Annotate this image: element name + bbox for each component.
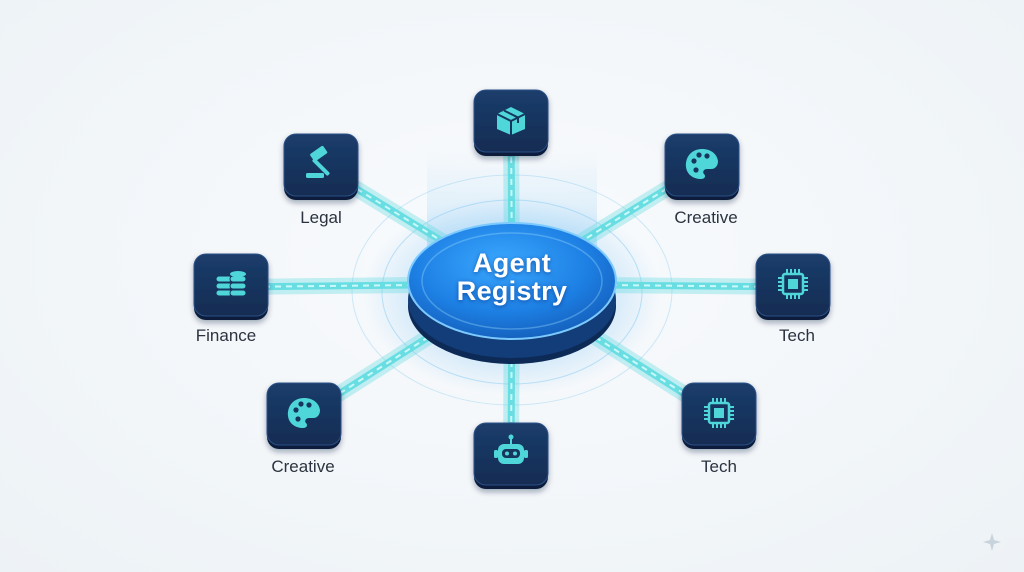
node-finance[interactable]: [193, 253, 269, 320]
node-label-creative-top: Creative: [674, 208, 738, 227]
node-creative-top[interactable]: [664, 133, 740, 200]
node-creative-bottom[interactable]: [266, 382, 342, 449]
coins-icon: [215, 271, 247, 297]
palette-icon: [287, 398, 320, 428]
palette-icon: [685, 149, 718, 179]
node-tiles: [193, 89, 831, 489]
chip-icon: [778, 269, 808, 299]
hub-title-line2: Registry: [456, 276, 568, 306]
node-label-creative-bottom: Creative: [271, 457, 335, 476]
node-tech-bottom[interactable]: [681, 382, 757, 449]
hub-inner-ring: [421, 232, 603, 330]
sparkle-icon: [983, 533, 1001, 551]
hub-title-line1: Agent: [473, 248, 551, 278]
node-label-tech-bottom: Tech: [701, 457, 737, 476]
robot-icon: [494, 434, 528, 464]
hub-top: [407, 222, 617, 340]
node-label-finance: Finance: [195, 326, 257, 345]
node-tech-right[interactable]: [755, 253, 831, 320]
node-legal[interactable]: [283, 133, 359, 200]
gavel-icon: [306, 145, 330, 178]
node-top[interactable]: [473, 89, 549, 156]
package-icon: [496, 107, 526, 135]
node-label-legal: Legal: [300, 208, 342, 227]
chip-icon: [704, 398, 734, 428]
node-bottom[interactable]: [473, 422, 549, 489]
node-label-tech-right: Tech: [779, 326, 815, 345]
